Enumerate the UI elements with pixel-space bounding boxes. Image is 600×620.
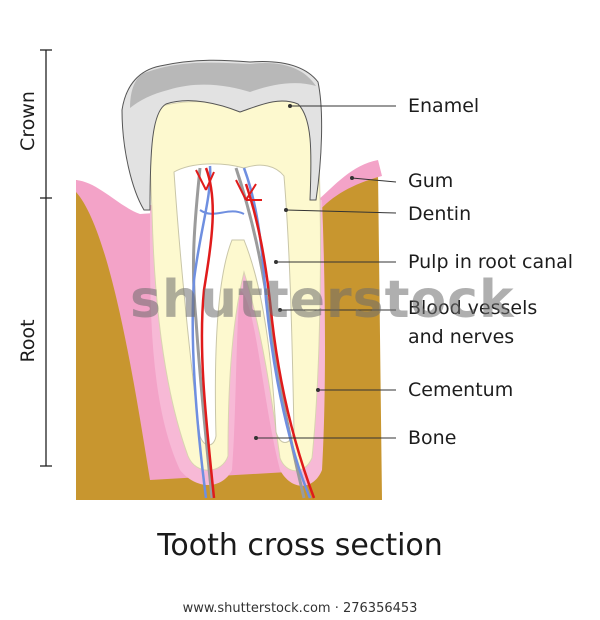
nerve-left — [191, 167, 214, 499]
label-dentin: Dentin — [408, 203, 472, 225]
label-enamel: Enamel — [408, 95, 480, 117]
label-bone: Bone — [408, 427, 457, 449]
label-blood-vessels-line2: and nerves — [408, 326, 515, 348]
vein-cross — [199, 209, 245, 215]
artery-right — [244, 183, 316, 499]
label-cementum: Cementum — [408, 379, 514, 401]
label-gum: Gum — [408, 170, 454, 192]
diagram-title: Tooth cross section — [157, 528, 443, 563]
footer-credit: www.shutterstock.com · 276356453 — [182, 601, 418, 616]
enamel-top — [130, 62, 316, 108]
enamel — [121, 59, 323, 211]
artery-branches — [195, 169, 262, 201]
watermark: shutterstock — [130, 270, 515, 330]
leader-dots — [254, 104, 354, 440]
vein-left — [191, 165, 212, 499]
artery-left — [200, 167, 216, 499]
vein-right — [242, 167, 312, 499]
label-pulp: Pulp in root canal — [408, 251, 574, 273]
label-blood-vessels-line1: Blood vessels — [408, 297, 538, 319]
crown-root-bracket — [40, 49, 52, 467]
leader-lines — [256, 105, 397, 439]
root-label: Root — [17, 319, 39, 363]
crown-label: Crown — [17, 91, 39, 151]
